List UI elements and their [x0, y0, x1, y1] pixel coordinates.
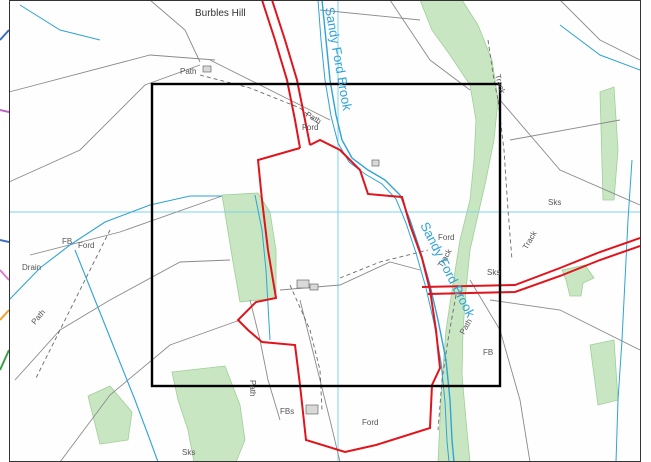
- adjacent-map-strip: [0, 0, 10, 462]
- adjacent-map-line-6: [0, 349, 10, 371]
- field-boundary-15: [149, 0, 201, 63]
- field-boundary-4: [14, 259, 231, 381]
- label-path-1: Path: [180, 67, 196, 76]
- adjacent-map-line-4: [0, 269, 10, 281]
- woodland-east-strip: [419, 0, 499, 462]
- stream-sandy-ford-brook-bank: [317, 0, 450, 462]
- stream-west: [8, 195, 222, 301]
- label-sks-3: Sks: [548, 198, 561, 207]
- label-drain: Drain: [22, 263, 41, 272]
- label-ford-4: Ford: [362, 418, 378, 427]
- woodland-south-west-small: [87, 385, 133, 445]
- stream-east-2: [559, 24, 641, 71]
- site-boundary-roads: [261, 0, 641, 295]
- road-north-left-edge: [261, 0, 301, 149]
- label-path-5: Path: [248, 380, 257, 396]
- label-fbs: FBs: [280, 407, 294, 416]
- label-sks-1: Sks: [182, 448, 195, 457]
- label-ford-1: Ford: [302, 123, 318, 132]
- stream-far-west: [19, 4, 101, 41]
- field-boundary-2: [8, 64, 201, 183]
- footpath-west: [34, 229, 111, 381]
- track-east: [497, 99, 513, 261]
- label-sks-2: Sks: [487, 268, 500, 277]
- field-boundary-3: [29, 195, 223, 256]
- footpath-central: [289, 284, 323, 411]
- field-boundary-16: [559, 0, 641, 61]
- footpath-north: [199, 74, 321, 126]
- track-south: [437, 294, 457, 431]
- adjacent-map-line-3: [0, 239, 10, 243]
- label-fb-2: FB: [483, 348, 493, 357]
- road-north-right-edge: [271, 0, 311, 146]
- label-fb-1: FB: [62, 237, 72, 246]
- field-boundary-17: [469, 279, 531, 462]
- woodland-far-east: [599, 86, 619, 201]
- field-boundary-14: [249, 299, 281, 421]
- road-east-lower-edge: [427, 245, 641, 295]
- field-boundary-6: [209, 59, 331, 121]
- field-boundary-7: [389, 0, 471, 91]
- woodland-areas: [87, 0, 619, 462]
- field-boundary-5: [59, 319, 241, 462]
- road-east-upper-edge: [421, 237, 641, 288]
- building-2: [296, 279, 310, 289]
- field-boundary-12: [299, 299, 341, 462]
- study-area-frame: [150, 82, 502, 388]
- stream-east: [615, 159, 633, 462]
- stream-woodland: [254, 194, 271, 341]
- label-ford-2: Ford: [78, 241, 94, 250]
- woodland-south-west: [171, 365, 246, 462]
- stream-sandy-ford-brook: [321, 0, 455, 462]
- site-boundary: [236, 138, 442, 454]
- field-boundary-1: [8, 54, 216, 93]
- label-ford-3: Ford: [438, 233, 454, 242]
- field-boundary-9: [509, 119, 621, 141]
- adjacent-map-fragment: [0, 0, 10, 462]
- field-boundary-13: [489, 299, 641, 351]
- field-boundary-8: [499, 99, 641, 206]
- footpath-ford: [339, 249, 429, 279]
- building-4: [305, 404, 319, 415]
- woodland-central-block: [221, 192, 277, 303]
- building-3: [309, 283, 319, 291]
- buildings: [202, 65, 380, 415]
- streams: [8, 0, 641, 462]
- footpaths: [34, 39, 513, 431]
- adjacent-map-line-1: [0, 29, 10, 41]
- building-1: [202, 65, 212, 73]
- adjacent-map-bg: [0, 0, 9, 462]
- adjacent-map-line-5: [0, 309, 10, 321]
- building-5: [371, 159, 380, 167]
- label-burbles-hill: Burbles Hill: [195, 8, 246, 19]
- adjacent-map-line-2: [0, 109, 10, 113]
- stream-southwest: [74, 249, 159, 462]
- field-boundaries: [8, 0, 641, 462]
- field-boundary-10: [319, 9, 421, 21]
